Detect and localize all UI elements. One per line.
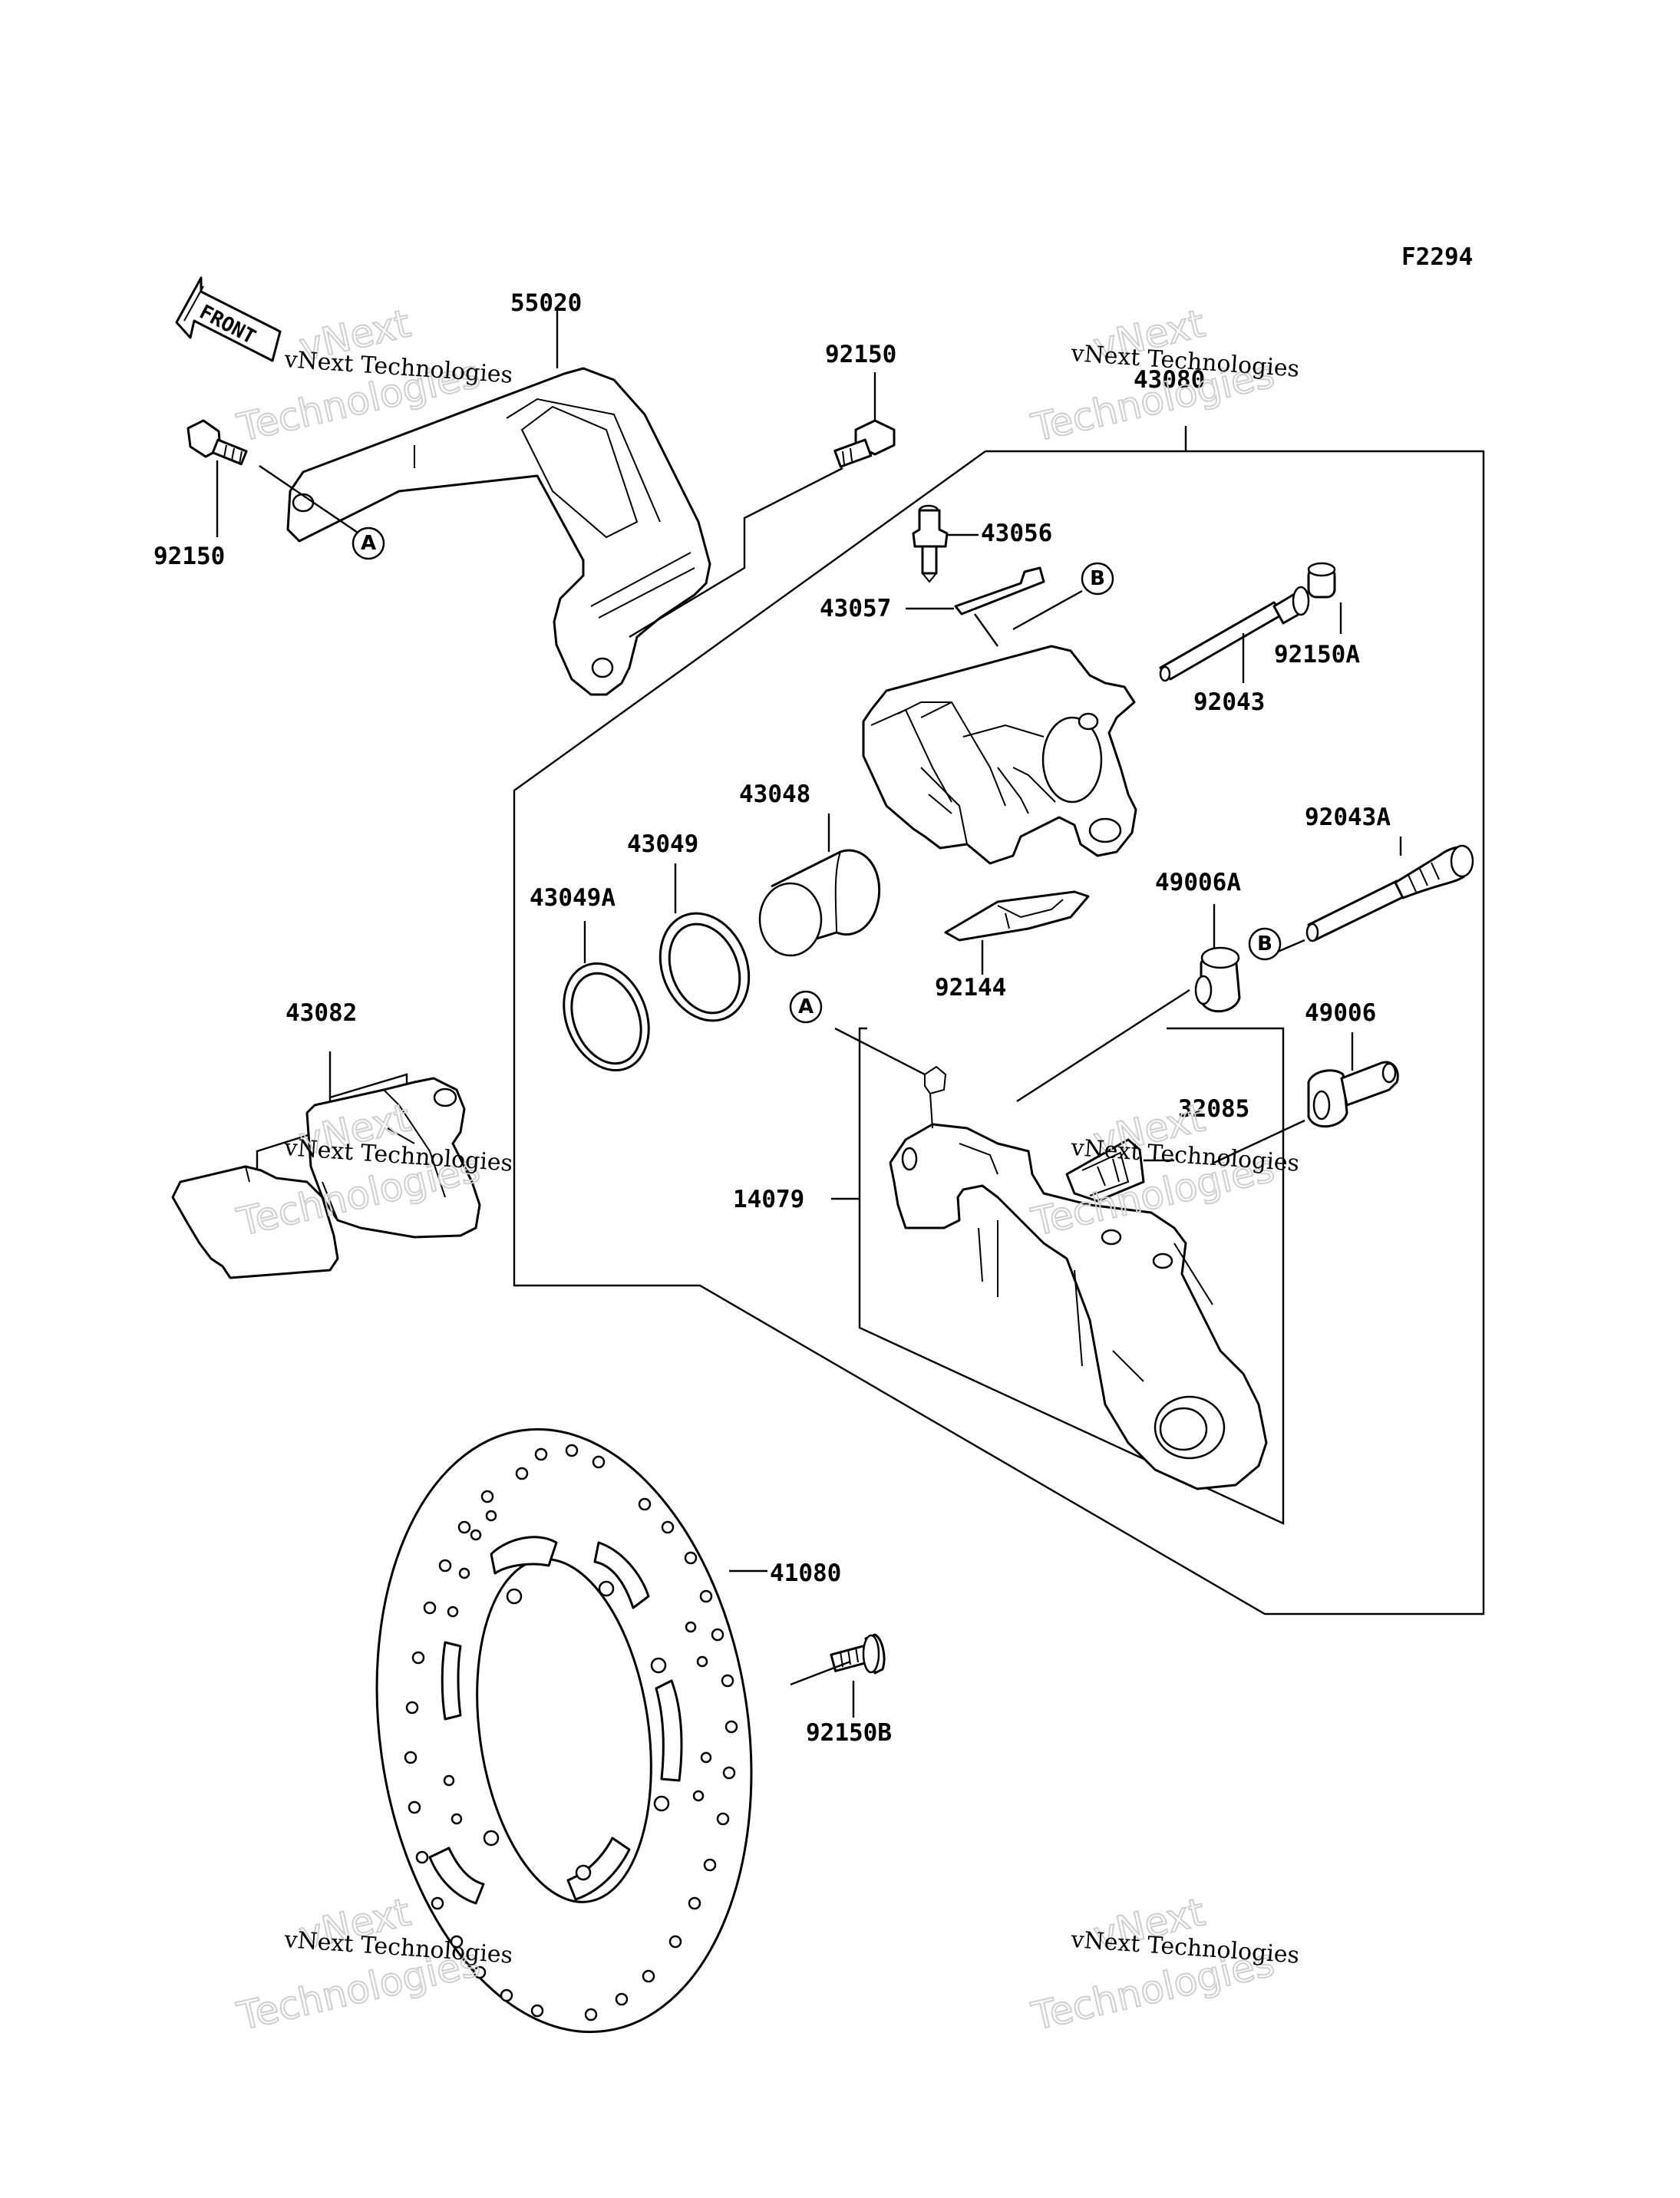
caliper-body — [862, 645, 1137, 865]
callout-b-right: B — [1248, 927, 1282, 961]
piston-43048 — [758, 814, 881, 957]
spring-plate-92144 — [944, 890, 1090, 975]
svg-text:B: B — [1257, 932, 1272, 955]
bolt-92150-left — [186, 419, 365, 538]
label-32085: 32085 — [1178, 1095, 1249, 1123]
brake-disc-41080 — [375, 1427, 767, 2034]
label-92043A: 92043A — [1305, 804, 1391, 831]
figure-code: F2294 — [1401, 243, 1473, 271]
label-92150-left: 92150 — [153, 543, 225, 570]
boot-49006A — [1016, 904, 1241, 1103]
svg-text:B: B — [1090, 567, 1105, 590]
label-92150-top: 92150 — [825, 341, 896, 368]
callout-a-holder: A — [789, 990, 823, 1024]
bleed-cap-43057 — [906, 566, 1083, 647]
label-43056: 43056 — [981, 520, 1052, 547]
svg-text:A: A — [798, 995, 814, 1018]
watermark-top-right: vNext Technologies vNext Technologies — [1027, 300, 1300, 451]
label-43080: 43080 — [1134, 366, 1205, 394]
bleed-valve-43056 — [912, 504, 979, 583]
bolt-92043A — [1277, 837, 1474, 953]
seal-43049A — [563, 921, 650, 1072]
cap-92150A — [1307, 562, 1342, 634]
label-43049A: 43049A — [530, 884, 616, 912]
bracket-55020 — [286, 311, 711, 696]
brake-pads-43082 — [171, 1051, 481, 1279]
label-41080: 41080 — [770, 1559, 841, 1587]
label-49006: 49006 — [1305, 999, 1376, 1027]
label-14079: 14079 — [733, 1186, 804, 1213]
label-92150A: 92150A — [1274, 641, 1360, 668]
watermark-bottom-right: vNext Technologies vNext Technologies — [1027, 1889, 1300, 2040]
label-92150B: 92150B — [806, 1719, 892, 1747]
label-92144: 92144 — [935, 974, 1006, 1002]
boot-49006 — [1213, 1032, 1399, 1164]
pin-92043 — [1159, 586, 1310, 683]
bolt-92150-top — [629, 372, 896, 639]
label-43057: 43057 — [820, 595, 891, 622]
bracket-14079 — [834, 1027, 1268, 1490]
assembly-outline-43080 — [513, 450, 1485, 1615]
front-arrow-icon: FRONT — [175, 276, 282, 362]
label-55020: 55020 — [510, 289, 582, 317]
label-43048: 43048 — [739, 781, 810, 808]
svg-text:A: A — [361, 532, 376, 555]
pad-spring-32085 — [1065, 1138, 1174, 1203]
label-49006A: 49006A — [1155, 869, 1241, 896]
callout-a-bracket: A — [352, 526, 385, 560]
assembly-outline-14079 — [858, 1027, 1285, 1525]
bolt-92150B — [790, 1633, 886, 1718]
seal-43049 — [658, 863, 751, 1022]
label-43049: 43049 — [627, 830, 698, 858]
label-92043: 92043 — [1193, 688, 1265, 716]
callout-b-top: B — [1081, 562, 1114, 596]
label-43082: 43082 — [286, 999, 357, 1027]
